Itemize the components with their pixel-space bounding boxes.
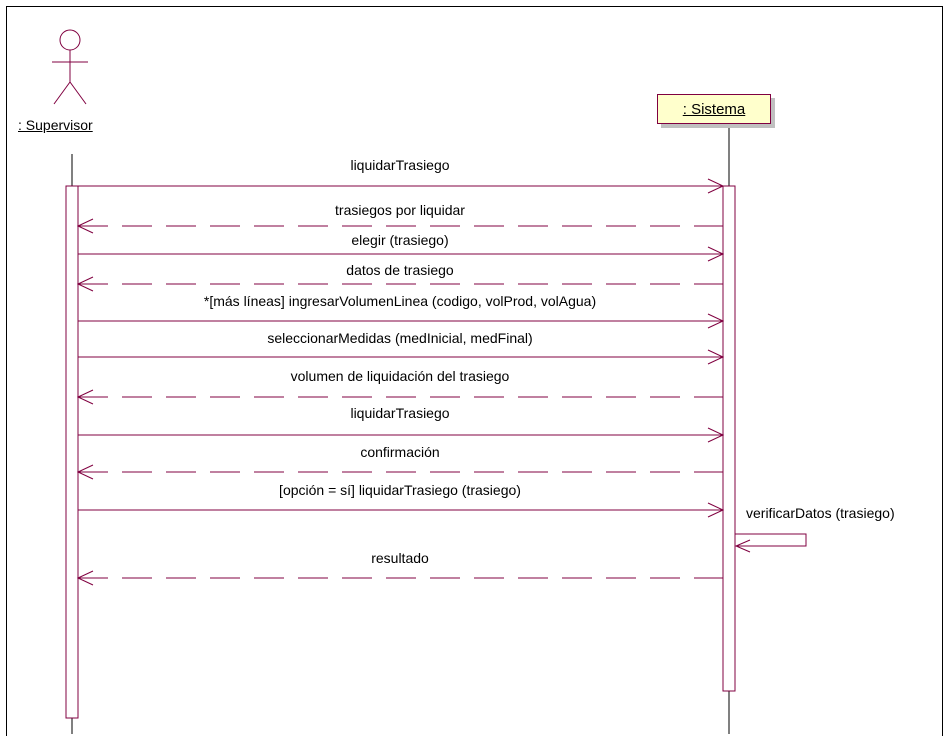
- message-label-10: [opción = sí] liquidarTrasiego (trasiego…: [279, 482, 521, 498]
- message-arrow-5: [78, 313, 725, 329]
- self-message-arrow: [734, 533, 807, 553]
- message-arrow-10: [78, 502, 725, 518]
- arrowhead: [707, 246, 725, 262]
- message-arrow-1: [78, 178, 725, 194]
- message-arrow-6: [78, 349, 725, 365]
- message-label-11: resultado: [371, 550, 429, 566]
- arrowhead: [707, 502, 725, 518]
- arrowhead: [76, 570, 94, 586]
- sistema-label: : Sistema: [682, 100, 746, 118]
- message-arrow-2: [76, 218, 723, 234]
- message-arrow-8: [78, 427, 725, 443]
- arrowhead: [76, 218, 94, 234]
- message-label-7: volumen de liquidación del trasiego: [290, 368, 510, 384]
- diagram-frame: [6, 6, 943, 736]
- supervisor-label: : Supervisor: [18, 117, 93, 133]
- message-label-1: liquidarTrasiego: [350, 157, 450, 173]
- message-label-9: confirmación: [360, 444, 440, 460]
- sistema-activation-bar: [722, 185, 736, 692]
- arrowhead: [707, 178, 725, 194]
- message-label-6: seleccionarMedidas (medInicial, medFinal…: [267, 330, 533, 346]
- sistema-participant-box: : Sistema: [657, 94, 771, 124]
- arrowhead: [734, 539, 751, 553]
- message-label-8: liquidarTrasiego: [350, 405, 450, 421]
- arrowhead: [707, 427, 725, 443]
- message-label-5: *[más líneas] ingresarVolumenLinea (codi…: [203, 293, 597, 309]
- actor-icon: [52, 29, 88, 105]
- supervisor-activation-bar: [65, 185, 79, 719]
- message-arrow-7: [76, 389, 723, 405]
- self-message-label: verificarDatos (trasiego): [746, 505, 895, 521]
- arrowhead: [707, 313, 725, 329]
- message-arrow-11: [76, 570, 723, 586]
- message-label-3: elegir (trasiego): [351, 232, 449, 248]
- message-arrow-9: [76, 464, 723, 480]
- message-label-4: datos de trasiego: [346, 262, 454, 278]
- arrowhead: [76, 276, 94, 292]
- message-label-2: trasiegos por liquidar: [335, 202, 465, 218]
- arrowhead: [707, 349, 725, 365]
- message-arrow-4: [76, 276, 723, 292]
- message-arrow-3: [78, 246, 725, 262]
- arrowhead: [76, 464, 94, 480]
- arrowhead: [76, 389, 94, 405]
